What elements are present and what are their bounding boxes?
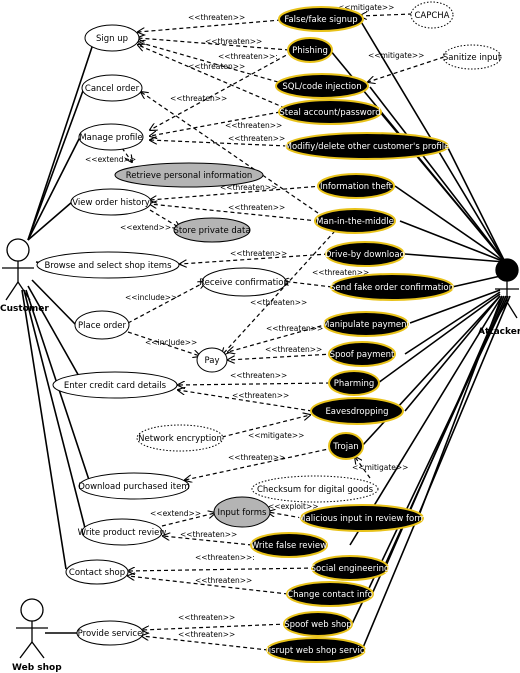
misuse-info-theft: Information theft <box>320 182 393 192</box>
misuse-trojan: Trojan <box>332 442 358 452</box>
misuse-spoof-webshop: Spoof web shop <box>284 620 352 630</box>
threaten-label: <<threaten>> <box>228 203 285 212</box>
mitigate-label: <<mitigate>> <box>368 51 424 60</box>
use-case-manage-profile: Manage profile <box>79 133 142 143</box>
threaten-label: <<threaten>> <box>230 249 287 258</box>
use-case-enter-card: Enter credit card details <box>64 381 167 391</box>
include-label: <<include>> <box>125 293 177 302</box>
threaten-label: <<threaten>> <box>250 298 307 307</box>
threaten-label: <<threaten>> <box>265 345 322 354</box>
threaten-label: <<threaten>> <box>205 37 262 46</box>
dashed-relations <box>121 14 445 651</box>
use-case-pay: Pay <box>205 356 220 366</box>
webshop-actor <box>16 598 48 659</box>
misuse-write-false-review: Write false review <box>251 541 327 551</box>
misuse-spoof-payment: Spoof payment <box>330 350 395 360</box>
threaten-label: <<threaten>> <box>225 121 282 130</box>
threaten-label: <<threaten>> <box>228 453 285 462</box>
misuse-eavesdropping: Eavesdropping <box>325 407 388 417</box>
use-case-shapes <box>36 24 287 646</box>
misuse-change-contact: Change contact info <box>287 590 373 600</box>
threaten-label: <<threaten>> <box>195 576 252 585</box>
threaten-label: <<threaten>> <box>266 324 323 333</box>
threaten-label: <<threaten>> <box>230 371 287 380</box>
misuse-fake-conf: Send fake order confirmation <box>330 283 454 293</box>
threaten-label: <<threaten>>: <box>218 52 278 61</box>
threaten-label: <<threaten>> <box>180 530 237 539</box>
threaten-label: <<threaten>> <box>220 183 277 192</box>
misuse-malicious-input: Malicious input in review form <box>298 514 426 524</box>
mitigation-network-encryption: Network encryption <box>138 434 222 444</box>
use-case-cancel-order: Cancel order <box>85 84 140 94</box>
misuse-steal-account: Steal account/password <box>279 108 380 118</box>
exploit-label: <<exploit>> <box>268 502 319 511</box>
threaten-label: <<threaten>>: <box>195 553 255 562</box>
mitigate-label: <<mitigate>> <box>338 3 394 12</box>
include-label: <<include>> <box>145 338 197 347</box>
mitigate-label: <<mitigate>> <box>248 431 304 440</box>
misuse-manipulate-payment: Manipulate payment <box>322 320 410 330</box>
misuse-pharming: Pharming <box>334 379 375 389</box>
mitigation-checksum: Checksum for digital goods <box>257 485 374 495</box>
threaten-label: <<threaten>> <box>228 134 285 143</box>
use-case-contact-shop: Contact shop <box>69 568 125 578</box>
mitigate-label: <<mitigate>> <box>352 463 408 472</box>
threaten-label: <<threaten>> <box>170 94 227 103</box>
webshop-label: Web shop <box>12 663 62 673</box>
mitigation-sanitize: Sanitize input <box>443 53 502 63</box>
use-case-write-review: Write product review <box>78 528 167 538</box>
customer-actor <box>2 238 34 301</box>
threaten-label: <<threaten>> <box>178 613 235 622</box>
extend-label: <<extend>> <box>150 509 201 518</box>
threaten-label: <<threaten>> <box>232 391 289 400</box>
misuse-false-signup: False/fake signup <box>284 15 357 25</box>
misuse-disrupt-webshop: Disrupt web shop service <box>262 646 370 656</box>
customer-label: Customer <box>0 304 49 314</box>
use-case-view-history: View order history <box>72 198 149 208</box>
mitigation-captcha: CAPCHA <box>414 11 449 21</box>
use-case-labels: Sign up Cancel order Manage profile Retr… <box>44 11 501 639</box>
grey-use-case-shapes <box>114 162 271 528</box>
mitigation-shapes <box>136 1 502 503</box>
customer-associations <box>21 37 96 570</box>
attacker-actor <box>495 258 519 319</box>
use-case-input-forms: Input forms <box>218 508 268 518</box>
threaten-label: <<threaten>> <box>178 630 235 639</box>
use-case-place-order: Place order <box>78 321 126 331</box>
misuse-modify-profile: Modifiy/delete other customer's profile <box>285 142 450 152</box>
extend-label: <<extend>> <box>120 223 171 232</box>
misuse-case-labels: False/fake signup Phishing SQL/code inje… <box>251 15 454 656</box>
misuse-drive-by: Drive-by download <box>325 250 405 260</box>
use-case-retrieve-info: Retrieve personal information <box>126 171 253 181</box>
use-case-store-data: Store private data <box>173 226 250 236</box>
use-case-provide-service: Provide service <box>78 629 143 639</box>
misuse-case-shapes <box>250 6 454 663</box>
use-case-sign-up: Sign up <box>96 34 128 44</box>
use-case-browse: Browse and select shop items <box>44 261 172 271</box>
misuse-mitm: Man-in-the-middle <box>316 217 394 227</box>
misuse-sql-injection: SQL/code injection <box>282 82 361 92</box>
attacker-label: Attacker <box>478 327 520 337</box>
relation-labels: <<threaten>> <<mitigate>> <<threaten>> <… <box>85 3 424 639</box>
use-case-download: Download purchased item <box>78 482 189 492</box>
threaten-label: <<threaten>> <box>188 13 245 22</box>
threaten-label: <<threaten>> <box>188 62 245 71</box>
extend-label: <<extend>> <box>85 155 136 164</box>
misuse-phishing: Phishing <box>292 46 328 56</box>
threaten-label: <<threaten>> <box>312 268 369 277</box>
use-case-receive-conf: Receive confirmation <box>199 278 289 288</box>
misuse-social-engineering: Social engineering <box>311 564 390 574</box>
